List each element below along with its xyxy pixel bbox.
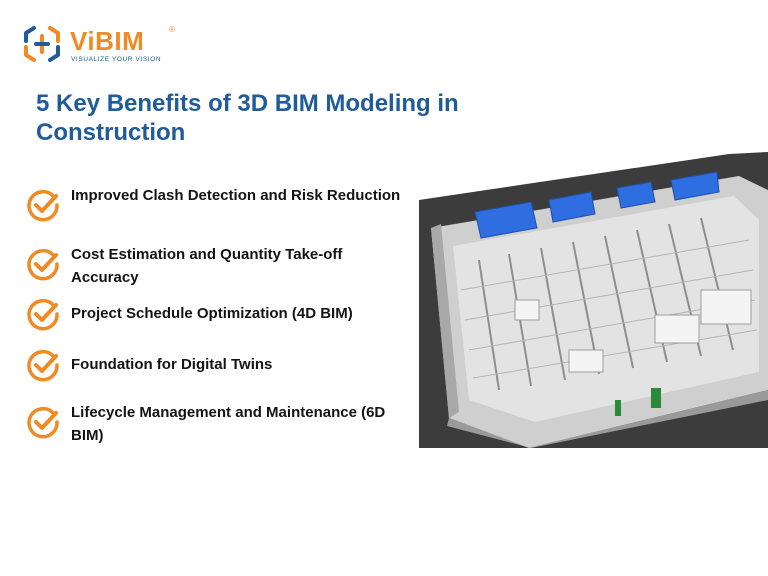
bim-model-image [419, 150, 768, 448]
vibim-logo: ViBIM ® VISUALIZE YOUR VISION [20, 22, 180, 68]
brand-tagline: VISUALIZE YOUR VISION [71, 56, 162, 63]
benefit-label: Lifecycle Management and Maintenance (6D… [71, 404, 386, 444]
brand-name: ViBIM [70, 26, 145, 56]
benefit-label: Improved Clash Detection and Risk Reduct… [71, 187, 401, 204]
check-circle-icon [27, 406, 59, 439]
page-title: 5 Key Benefits of 3D BIM Modeling in Con… [36, 90, 459, 146]
check-circle-icon [27, 349, 59, 382]
registered-mark: ® [169, 25, 175, 34]
hexagon-arrows-logo-icon [24, 26, 60, 62]
check-circle-icon [27, 298, 59, 331]
check-circle-icon [27, 248, 59, 281]
benefit-label: Cost Estimation and Quantity Take-off Ac… [71, 246, 343, 286]
benefit-label: Project Schedule Optimization (4D BIM) [71, 305, 353, 322]
benefit-label: Foundation for Digital Twins [71, 356, 273, 373]
check-circle-icon [27, 189, 59, 222]
